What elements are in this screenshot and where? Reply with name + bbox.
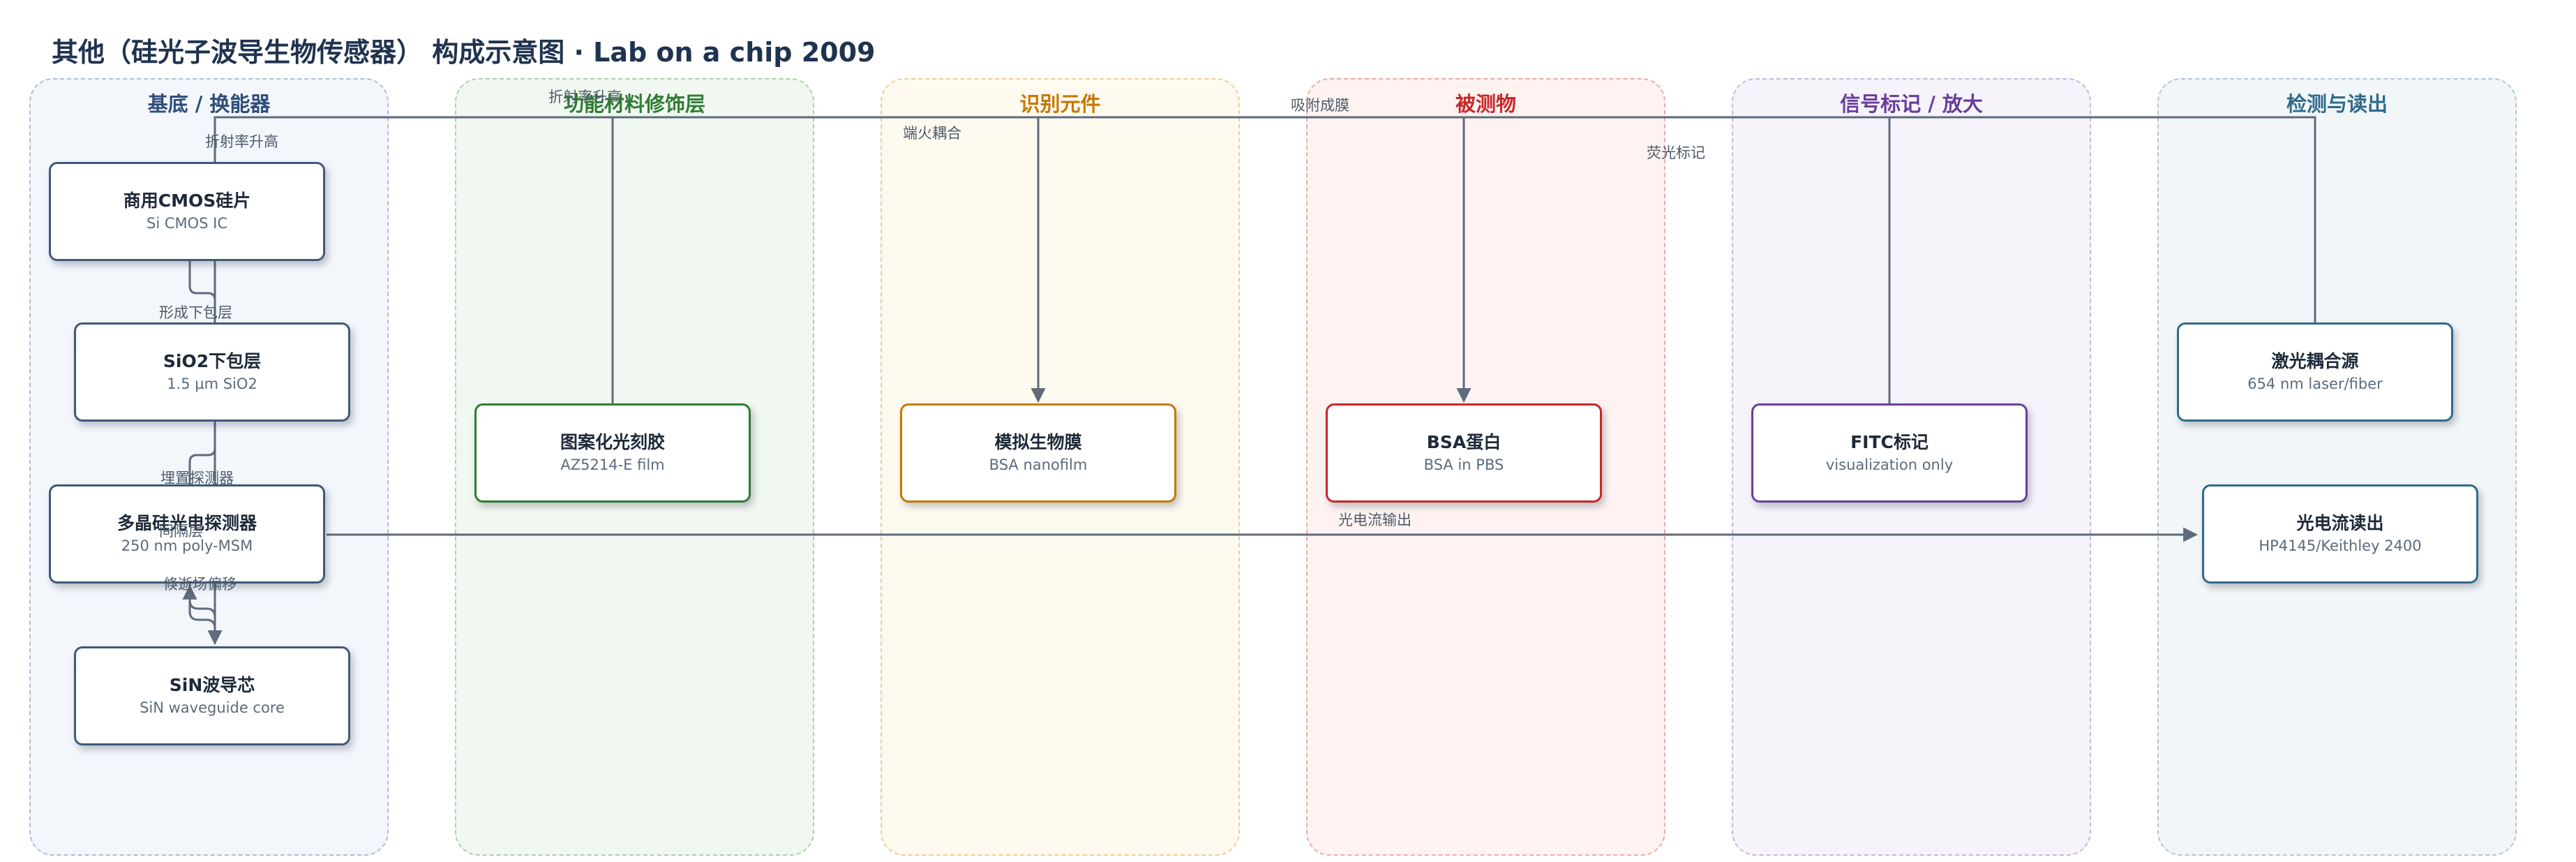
- node-subtitle: 654 nm laser/fiber: [2247, 376, 2383, 392]
- edge-label-photocurrent-out: 光电流输出: [1338, 512, 1411, 528]
- node-poly-photodetector[interactable]: 多晶硅光电探测器 250 nm poly-MSM: [49, 484, 325, 584]
- node-subtitle: 1.5 µm SiO2: [167, 376, 257, 392]
- node-subtitle: 250 nm poly-MSM: [121, 537, 253, 554]
- node-subtitle: SiN waveguide core: [140, 699, 285, 716]
- node-cmos-wafer[interactable]: 商用CMOS硅片 Si CMOS IC: [49, 162, 325, 261]
- node-subtitle: HP4145/Keithley 2400: [2259, 537, 2422, 554]
- lane-title-detection: 检测与读出: [2286, 92, 2388, 116]
- node-title: 模拟生物膜: [994, 432, 1082, 452]
- node-bsa-protein[interactable]: BSA蛋白 BSA in PBS: [1326, 403, 1602, 503]
- edge-label-ri-rise-2: 折射率升高: [548, 89, 622, 105]
- node-laser-source[interactable]: 激光耦合源 654 nm laser/fiber: [2177, 322, 2453, 422]
- lane-title-analyte: 被测物: [1455, 92, 1516, 116]
- node-sio2-cladding[interactable]: SiO2下包层 1.5 µm SiO2: [74, 322, 350, 422]
- node-title: SiN波导芯: [169, 675, 255, 695]
- edge-label-end-fire: 端火耦合: [903, 125, 961, 142]
- lane-title-substrate: 基底 / 换能器: [147, 92, 271, 116]
- node-bsa-nanofilm[interactable]: 模拟生物膜 BSA nanofilm: [900, 403, 1176, 503]
- diagram-title: 其他（硅光子波导生物传感器） 构成示意图 · Lab on a chip 200…: [52, 37, 876, 68]
- lane-title-recognition: 识别元件: [1019, 92, 1101, 116]
- lane-detection: [2157, 78, 2517, 856]
- lane-title-signal-label: 信号标记 / 放大: [1840, 92, 1983, 116]
- edge-label-adsorption: 吸附成膜: [1291, 97, 1349, 114]
- node-title: 激光耦合源: [2271, 351, 2359, 371]
- lane-title-functional-layer: 功能材料修饰层: [563, 92, 705, 116]
- node-patterned-resist[interactable]: 图案化光刻胶 AZ5214-E film: [474, 403, 751, 503]
- node-subtitle: AZ5214-E film: [560, 456, 665, 473]
- edge-label-embed-detector: 埋置探测器: [160, 470, 234, 486]
- node-title: 图案化光刻胶: [560, 432, 665, 452]
- edge-label-spacer: 间隔层: [159, 523, 203, 540]
- node-subtitle: BSA nanofilm: [989, 456, 1088, 473]
- node-title: BSA蛋白: [1426, 432, 1502, 452]
- node-title: SiO2下包层: [163, 351, 262, 371]
- node-title: FITC标记: [1850, 432, 1929, 452]
- edge-label-evanescent-shift: 倏逝场偏移: [163, 576, 237, 593]
- node-title: 商用CMOS硅片: [123, 191, 251, 211]
- node-subtitle: Si CMOS IC: [146, 215, 227, 232]
- node-title: 光电流读出: [2296, 513, 2384, 533]
- node-title: 多晶硅光电探测器: [117, 513, 257, 533]
- edge-label-fluorescence: 荧光标记: [1647, 144, 1705, 161]
- node-sin-core[interactable]: SiN波导芯 SiN waveguide core: [74, 646, 350, 745]
- edge-label-ri-rise: 折射率升高: [205, 133, 278, 150]
- edge-label-form-cladding: 形成下包层: [159, 304, 232, 321]
- node-subtitle: visualization only: [1825, 456, 1954, 473]
- node-subtitle: BSA in PBS: [1423, 456, 1504, 473]
- node-fitc-label[interactable]: FITC标记 visualization only: [1751, 403, 2028, 503]
- node-photocurrent-readout[interactable]: 光电流读出 HP4145/Keithley 2400: [2202, 484, 2478, 584]
